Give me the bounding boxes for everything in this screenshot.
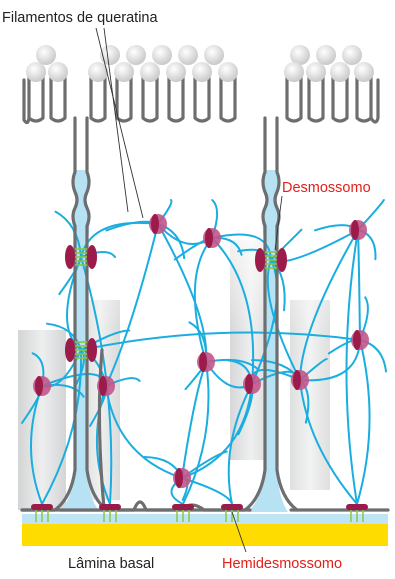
microvillus-tip [114,62,134,82]
desmosome-plaque [87,338,97,362]
desmosome-plaque-edge [353,330,361,350]
microvillus-tip [284,62,304,82]
microvillus-tip [218,62,238,82]
desmosome-plaque [65,338,75,362]
hemidesmosome-plaque [31,504,53,510]
desmosome-plaque-edge [245,374,253,394]
desmosome-plaque-edge [175,468,183,488]
label-desmosome: Desmossomo [282,180,371,196]
microvillus-tip-back [178,45,198,65]
microvillus-tip-back [126,45,146,65]
microvillus-tip [166,62,186,82]
label-basal-lamina: Lâmina basal [68,556,154,572]
desmosome-plaque-edge [293,370,301,390]
microvillus-tip [330,62,350,82]
microvillus-tip-back [152,45,172,65]
desmosome-plaque [255,248,265,272]
keratin-filament [357,340,370,504]
microvillus-tip-back [316,45,336,65]
microvillus-tip [192,62,212,82]
desmosome-plaque [65,245,75,269]
hemidesmosome-plaque [99,504,121,510]
hemidesmosome-plaque [346,504,368,510]
microvillus-tip-back [204,45,224,65]
microvillus-tip [140,62,160,82]
hemidesmosome-plaque [172,504,194,510]
microvillus-tip [26,62,46,82]
desmosome-plaque [87,245,97,269]
microvillus-tip [354,62,374,82]
desmosome-plaque [277,248,287,272]
basal-membrane [101,502,388,510]
desmosome-plaque-edge [351,220,359,240]
desmosome-plaque-edge [151,214,159,234]
desmosome-plaque-edge [199,352,207,372]
label-hemidesmosome: Hemidesmossomo [222,556,342,572]
microvillus-tip-back [290,45,310,65]
desmosome-plaque-edge [205,228,213,248]
label-keratin-filaments: Filamentos de queratina [2,10,158,26]
microvillus-tip [306,62,326,82]
hemidesmosome-plaque [221,504,243,510]
desmosome-plaque-edge [35,376,43,396]
desmosome-plaque-edge [99,376,107,396]
microvillus-tip [48,62,68,82]
microvillus-tip-back [36,45,56,65]
basal-lamina [22,514,388,546]
microvillus-tip-back [342,45,362,65]
